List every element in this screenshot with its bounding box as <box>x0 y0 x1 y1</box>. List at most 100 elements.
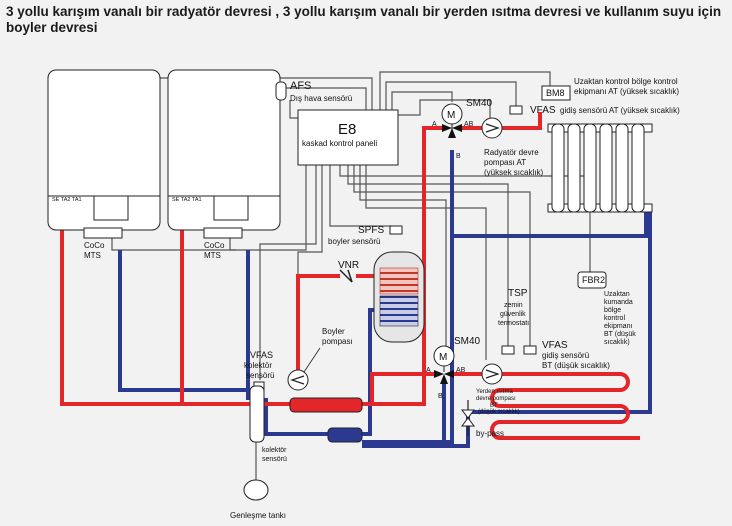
coco-left-module <box>83 227 123 239</box>
wire-vfas-top <box>385 81 517 110</box>
vfas-kol-desc-1: kolektör <box>244 361 272 370</box>
boiler-left-controller <box>93 195 129 221</box>
pipe-hot-boyler-feed <box>296 274 340 390</box>
pump-bt-icon <box>481 363 503 385</box>
tsp-sensor <box>501 345 515 355</box>
pipe-hot-floor-feed <box>362 372 434 406</box>
pump-at-desc-3: (yüksek sıcaklık) <box>484 168 543 177</box>
fbr2-desc-2: kumanda <box>604 299 633 306</box>
pump-bt-desc-2: devre pompası <box>476 396 516 402</box>
coco-right-label: CoCo <box>204 241 225 250</box>
pump-bt-desc-3: BT <box>490 403 498 409</box>
boiler-right-controller <box>213 195 249 221</box>
floor-heating-loop <box>490 372 640 440</box>
pump-bt-desc-1: Yerden ısıtma <box>476 389 513 395</box>
pump-at-desc-1: Radyatör devre <box>484 148 539 157</box>
vfas-top-sensor <box>509 105 523 115</box>
outdoor-sensor-icon <box>275 81 287 101</box>
fbr2-desc-3: bölge <box>604 307 621 314</box>
tsp-desc-2: güvenlik <box>500 311 526 318</box>
wire-vfas-bt <box>353 165 531 346</box>
port-a1: A <box>432 121 437 128</box>
wire-boyler-pump <box>297 165 323 372</box>
spfs-sensor <box>389 225 403 235</box>
vfas-bt-label: VFAS <box>542 340 568 351</box>
boyler-pump-label-1: Boyler <box>322 327 345 336</box>
pipe-hot-left-boiler <box>60 210 290 406</box>
fbr2-desc-5: ekipmanı <box>604 323 632 330</box>
wire-vfas-collector <box>259 165 317 380</box>
wire-bm8 <box>379 71 551 110</box>
pump-bt-desc-4: (düşük sıcaklık) <box>478 409 520 415</box>
port-ab1: AB <box>464 121 474 128</box>
vnr-label: VNR <box>338 260 359 271</box>
fbr2-desc-1: Uzaktan <box>604 291 630 298</box>
port-b1: B <box>456 153 461 160</box>
boiler-right-terminals: SE TA2 TA1 <box>172 197 202 203</box>
wire-tsp <box>347 165 509 346</box>
expansion-tank-label: Genleşme tankı <box>230 511 286 520</box>
tsp-desc-1: zemin <box>504 302 523 309</box>
valve-top-a <box>442 124 452 132</box>
fbr2-module <box>577 271 607 289</box>
vfas-bt-desc-1: gidiş sensörü <box>542 351 589 360</box>
coco-left-mts: MTS <box>84 251 101 260</box>
port-ab2: AB <box>456 367 466 374</box>
vfas-kol-label: VFAS <box>250 350 273 360</box>
valve-bottom-ab <box>444 370 454 378</box>
valve-top-b <box>448 128 456 138</box>
valve-top-ab <box>452 124 462 132</box>
bm8-desc-1: Uzaktan kontrol bölge kontrol <box>574 77 678 86</box>
vfas-top-desc: gidiş sensörü AT (yüksek sıcaklık) <box>560 106 680 115</box>
radiator <box>547 123 653 213</box>
boiler-right: SE TA2 TA1 CoCo MTS <box>167 69 281 260</box>
afs-label: AFS <box>290 80 311 92</box>
coco-right-mts: MTS <box>204 251 221 260</box>
vnr-check-valve <box>339 269 353 283</box>
bypass-valve <box>461 400 475 436</box>
expansion-tank-icon <box>243 479 269 501</box>
fbr2-desc-6: BT (düşük <box>604 331 636 338</box>
tsp-label: TSP <box>508 288 528 299</box>
spfs-label: SPFS <box>358 225 384 236</box>
hydraulic-separator <box>249 385 265 443</box>
boyler-pump-icon <box>287 369 309 391</box>
sm40-top-label: SM40 <box>466 98 493 109</box>
bm8-module <box>541 85 571 101</box>
spfs-desc: boyler sensörü <box>328 237 380 246</box>
fbr2-label: FBR2 <box>582 275 605 285</box>
valve-bottom-b <box>440 374 448 384</box>
pipe-cold-radiator-return <box>452 212 648 238</box>
boiler-left-terminals: SE TA2 TA1 <box>52 197 82 203</box>
bypass-label: by-pass <box>476 429 504 438</box>
afs-desc: Dış hava sensörü <box>290 94 352 103</box>
sm40-bottom-label: SM40 <box>454 336 481 347</box>
e8-control-panel <box>297 109 399 166</box>
e8-label: E8 <box>338 121 356 138</box>
tsp-desc-3: termostatı <box>498 320 529 327</box>
sm40-top-m: M <box>447 110 455 121</box>
coco-left-label: CoCo <box>84 241 105 250</box>
fbr2-desc-7: sıcaklık) <box>604 339 630 346</box>
wire-fbr2 <box>339 165 591 272</box>
pipe-cold-left-boiler <box>118 250 248 392</box>
wire-sm40-top <box>391 91 453 110</box>
bm8-desc-2: ekipmanı AT (yüksek sıcaklık) <box>574 87 679 96</box>
boyler-pump-label-2: pompası <box>322 337 353 346</box>
wire-sm40-bottom <box>359 165 447 346</box>
collector-cold <box>327 427 363 443</box>
vfas-kol-desc-2: sensörü <box>246 371 274 380</box>
hot-water-tank <box>373 251 425 343</box>
port-b2: B <box>438 393 443 400</box>
coco-right-module <box>203 227 243 239</box>
wire-pump-at <box>398 99 491 118</box>
collector-hot <box>289 397 363 413</box>
wire-spfs <box>329 165 392 227</box>
sm40-bottom-m: M <box>439 352 447 363</box>
vfas-bt-desc-2: BT (düşük sıcaklık) <box>542 361 610 370</box>
bm8-label: BM8 <box>546 88 565 98</box>
pipe-cold-radiator-bypass <box>362 150 454 444</box>
vfas-top-label: VFAS <box>530 105 556 116</box>
pump-at-desc-2: pompası AT <box>484 158 526 167</box>
